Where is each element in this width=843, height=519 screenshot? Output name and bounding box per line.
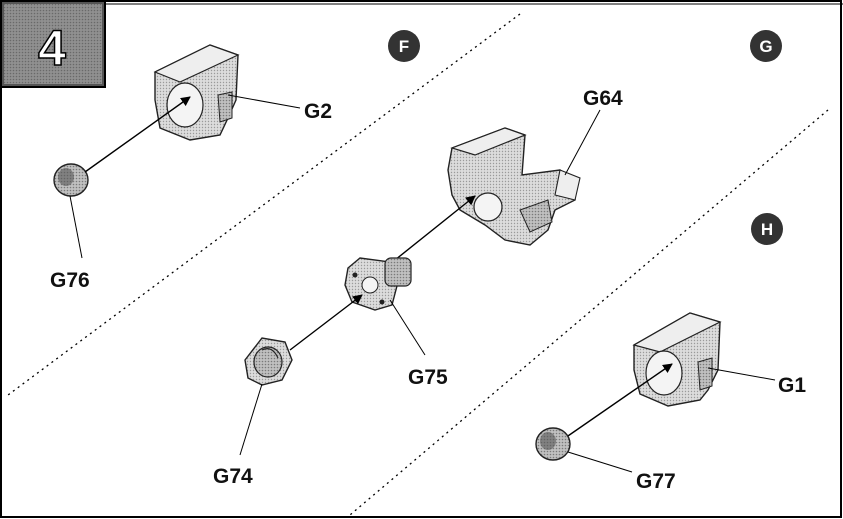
part-label-g76: G76 [50, 269, 90, 292]
part-g76-lens [53, 163, 89, 197]
arrow-g74-to-g75 [289, 294, 363, 351]
leader-g75 [389, 299, 426, 356]
step-number: 4 [38, 20, 66, 76]
arrow-g76-to-g2 [84, 96, 191, 173]
arrow-g77-to-g1 [564, 363, 673, 439]
part-label-g75: G75 [408, 366, 448, 389]
part-g2-housing [153, 44, 240, 141]
svg-text:H: H [761, 220, 773, 239]
part-g75-socket [344, 257, 412, 311]
part-label-g1: G1 [778, 374, 806, 397]
separator-line-2 [349, 109, 829, 516]
svg-text:G: G [759, 37, 772, 56]
section-badge-f: F [388, 30, 420, 62]
part-label-g77: G77 [636, 470, 676, 493]
leader-g1 [707, 367, 776, 381]
part-g1-housing [632, 312, 722, 407]
part-g64-bracket [447, 127, 581, 246]
leader-g2 [227, 94, 301, 109]
separator-line-1 [7, 13, 521, 396]
arrow-g75-to-g64 [384, 195, 476, 269]
leader-g76 [69, 195, 83, 259]
section-badge-g: G [750, 30, 782, 62]
svg-text:F: F [399, 37, 409, 56]
leader-g74 [239, 383, 263, 456]
part-label-g2: G2 [304, 100, 332, 123]
leader-g64 [564, 109, 601, 176]
part-g74-lamp [244, 337, 293, 386]
section-badge-h: H [751, 213, 783, 245]
part-label-g64: G64 [583, 87, 623, 110]
part-g77-lens [535, 427, 571, 461]
step-number-box: 4 [0, 0, 106, 88]
leader-g77 [567, 451, 633, 473]
part-label-g74: G74 [213, 465, 253, 488]
